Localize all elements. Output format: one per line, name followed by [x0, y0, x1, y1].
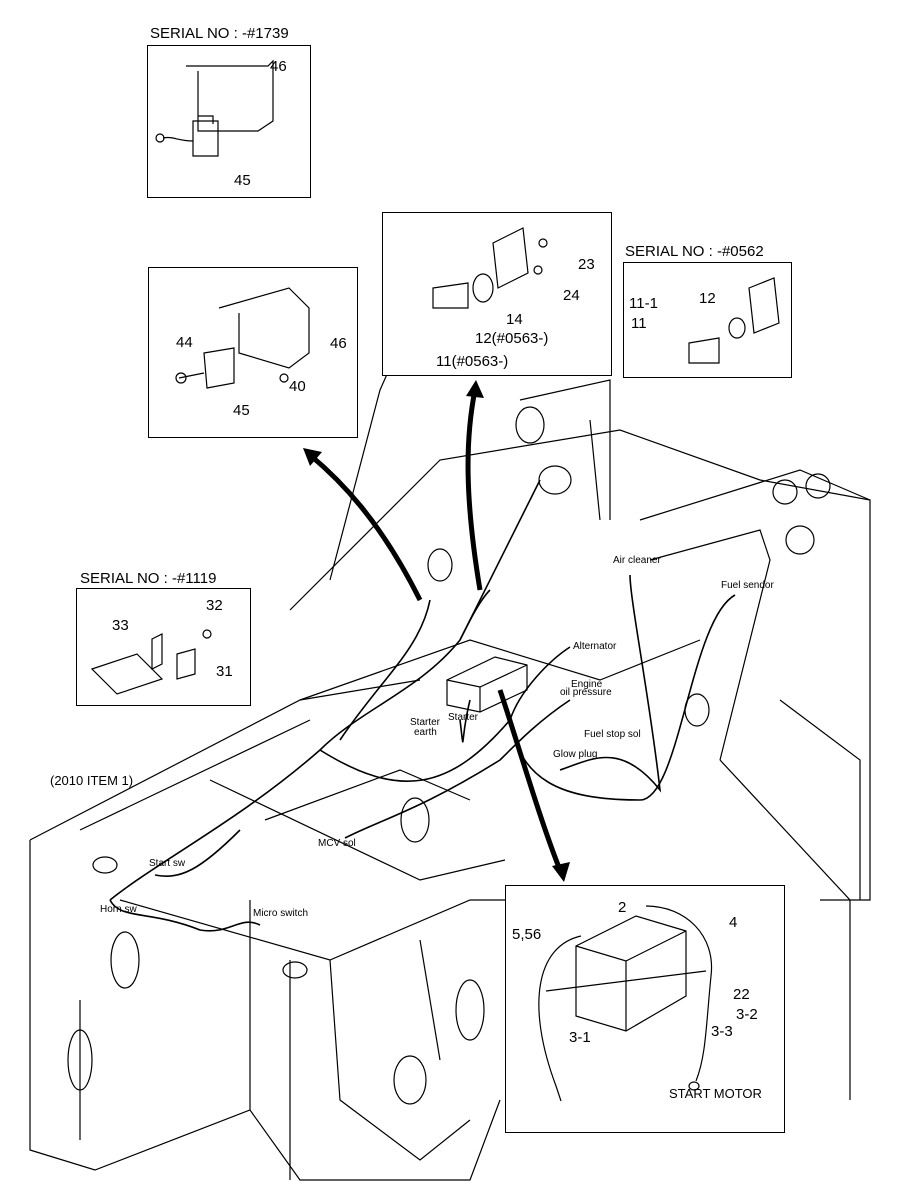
part-number: 45 — [234, 172, 251, 189]
horn-drawing — [432, 227, 548, 309]
switch-drawing — [90, 629, 212, 695]
inset-serial-0562: 12 11-1 11 — [623, 262, 792, 378]
part-number: 11-1 — [629, 295, 658, 312]
part-number: 3-3 — [711, 1023, 733, 1040]
label-starter-earth: earth — [414, 727, 437, 738]
part-number: 45 — [233, 402, 250, 419]
part-number: 11 — [631, 315, 647, 332]
relay-drawing — [175, 287, 310, 389]
label-air-cleaner: Air cleaner — [613, 555, 661, 566]
machine-frame — [29, 299, 871, 1181]
label-start-sw: Start sw — [149, 858, 186, 869]
inset-relay: 44 46 40 45 — [148, 267, 358, 438]
label-starter-earth: Starter — [410, 717, 441, 728]
part-number: 4 — [729, 914, 738, 931]
part-number: 22 — [733, 986, 750, 1003]
part-number: 23 — [578, 256, 595, 273]
part-number: 5,56 — [512, 926, 542, 943]
callout-arrows — [308, 389, 563, 871]
part-number: 46 — [330, 335, 347, 352]
part-number: 24 — [563, 287, 580, 304]
start-motor-label: START MOTOR — [669, 1086, 762, 1101]
relay-bracket-drawing — [155, 59, 274, 157]
part-number: 40 — [289, 378, 306, 395]
serial-label-1119: SERIAL NO : -#1119 — [80, 570, 217, 587]
label-glow-plug: Glow plug — [553, 749, 598, 760]
part-number: 14 — [506, 311, 523, 328]
serial-label-1739: SERIAL NO : -#1739 — [150, 25, 289, 42]
inset-serial-1739: 46 45 — [147, 45, 311, 198]
label-micro-switch: Micro switch — [253, 908, 309, 919]
part-number: 12(#0563-) — [475, 330, 549, 347]
label-horn-sw: Horn sw — [100, 904, 137, 915]
part-number: 31 — [216, 663, 233, 680]
label-engine: Engine — [571, 679, 603, 690]
inset-serial-1119: 32 33 31 — [76, 588, 251, 706]
battery-cable-drawing — [538, 905, 713, 1102]
part-number: 33 — [112, 617, 129, 634]
part-number: 44 — [176, 334, 193, 351]
label-mcv-sol: MCV sol — [318, 838, 356, 849]
part-number: 11(#0563-) — [436, 353, 509, 370]
wire-harness — [109, 479, 736, 932]
serial-label-0562: SERIAL NO : -#0562 — [625, 243, 764, 260]
battery-drawing — [446, 656, 528, 713]
part-number: 2 — [618, 899, 627, 916]
label-fuel-stop-sol: Fuel stop sol — [584, 729, 641, 740]
part-number: 46 — [270, 58, 287, 75]
horn-old-drawing — [688, 277, 780, 364]
part-number: 3-1 — [569, 1029, 591, 1046]
part-number: 3-2 — [736, 1006, 758, 1023]
label-oil-pressure: oil pressure — [560, 687, 612, 698]
label-item-ref: (2010 ITEM 1) — [50, 773, 134, 788]
part-number: 32 — [206, 597, 223, 614]
label-starter: Starter — [448, 712, 479, 723]
inset-battery: 2 4 5,56 22 3-2 3-3 3-1 START MOTOR — [505, 885, 785, 1133]
part-number: 12 — [699, 290, 716, 307]
label-alternator: Alternator — [573, 641, 617, 652]
inset-horn: 23 24 14 12(#0563-) 11(#0563-) — [382, 212, 612, 376]
label-fuel-sendor: Fuel sendor — [721, 580, 774, 591]
